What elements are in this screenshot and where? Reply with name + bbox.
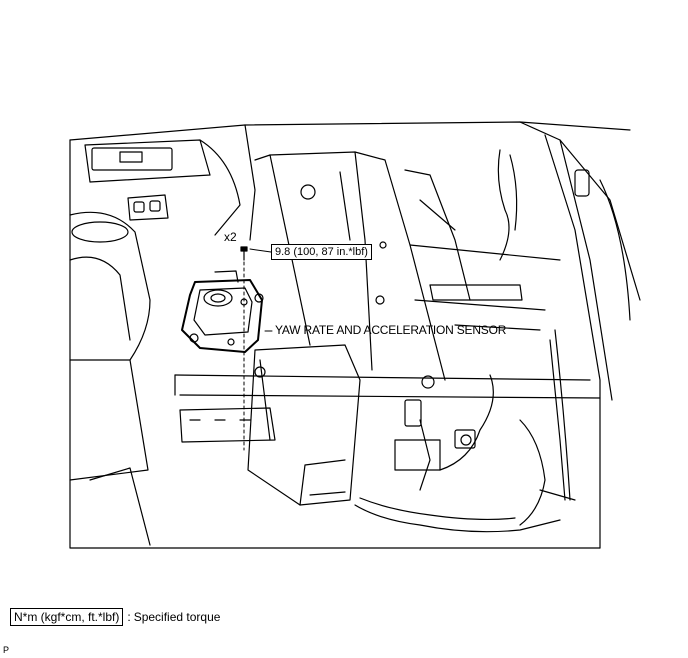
torque-legend: N*m (kgf*cm, ft.*lbf) : Specified torque [10,608,220,626]
seat-left [69,211,151,546]
center-duct [247,344,361,506]
sensor-name-label: YAW RATE AND ACCELERATION SENSOR [275,323,507,337]
legend-description: Specified torque [133,610,221,624]
door-pillar-right [497,121,641,549]
yaw-rate-sensor [181,270,264,353]
floor-crossmember [174,366,601,443]
dashboard-panel [84,124,256,241]
torque-spec-box: 9.8 (100, 87 in.*lbf) [271,244,372,260]
floor-tunnel [254,151,561,381]
drawing-outline [69,121,631,549]
legend-separator: : [127,610,131,624]
page-marker: P [3,645,10,655]
legend-unit-box: N*m (kgf*cm, ft.*lbf) [10,608,124,626]
wiring-harness [354,329,576,533]
bolt-callout [240,246,273,451]
bolt-quantity-label: x2 [224,230,237,244]
vehicle-floor-illustration [69,121,641,549]
